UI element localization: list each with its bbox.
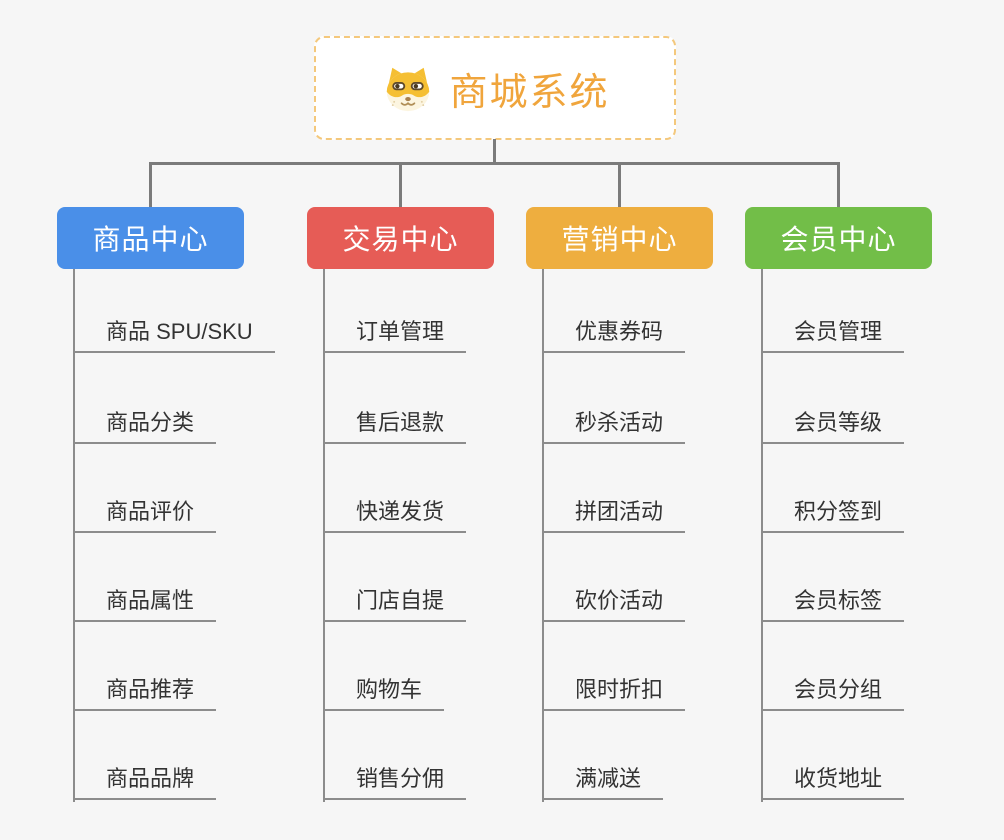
branch-label: 会员中心: [780, 224, 897, 255]
root-node[interactable]: 商城系统: [314, 36, 676, 140]
branch-node[interactable]: 商品中心: [57, 207, 244, 269]
connector-column-line: [73, 269, 75, 802]
child-topic[interactable]: 会员等级: [761, 410, 905, 444]
root-title: 商城系统: [449, 71, 610, 114]
child-topic[interactable]: 会员分组: [761, 677, 905, 711]
branch-node[interactable]: 营销中心: [526, 207, 713, 269]
connector-column-line: [323, 269, 325, 802]
child-topic[interactable]: 拼团活动: [542, 499, 686, 533]
child-topic[interactable]: 积分签到: [761, 499, 905, 533]
connector-trunk: [149, 162, 840, 165]
child-topic[interactable]: 商品属性: [73, 588, 217, 622]
connector-column-line: [542, 269, 544, 802]
child-topic[interactable]: 优惠券码: [542, 319, 686, 353]
connector-branch-drop: [837, 162, 840, 208]
connector-branch-drop: [149, 162, 152, 208]
child-topic[interactable]: 商品评价: [73, 499, 217, 533]
child-topic[interactable]: 会员标签: [761, 588, 905, 622]
child-topic[interactable]: 门店自提: [323, 588, 467, 622]
connector-root-stub: [493, 139, 496, 165]
branch-node[interactable]: 会员中心: [745, 207, 932, 269]
child-topic[interactable]: 购物车: [323, 677, 445, 711]
child-topic[interactable]: 商品 SPU/SKU: [73, 319, 275, 353]
shiba-dog-icon: [387, 67, 430, 112]
connector-branch-drop: [399, 162, 402, 208]
child-topic[interactable]: 限时折扣: [542, 677, 686, 711]
child-topic[interactable]: 商品分类: [73, 410, 217, 444]
branch-label: 商品中心: [92, 224, 209, 255]
child-topic[interactable]: 商品品牌: [73, 766, 217, 800]
branch-label: 交易中心: [342, 224, 459, 255]
connector-column-line: [761, 269, 763, 802]
child-topic[interactable]: 秒杀活动: [542, 410, 686, 444]
child-topic[interactable]: 商品推荐: [73, 677, 217, 711]
child-topic[interactable]: 收货地址: [761, 766, 905, 800]
child-topic[interactable]: 快递发货: [323, 499, 467, 533]
child-topic[interactable]: 会员管理: [761, 319, 905, 353]
child-topic[interactable]: 订单管理: [323, 319, 467, 353]
branch-label: 营销中心: [561, 224, 678, 255]
branch-node[interactable]: 交易中心: [307, 207, 494, 269]
child-topic[interactable]: 满减送: [542, 766, 664, 800]
child-topic[interactable]: 售后退款: [323, 410, 467, 444]
child-topic[interactable]: 销售分佣: [323, 766, 467, 800]
connector-branch-drop: [618, 162, 621, 208]
child-topic[interactable]: 砍价活动: [542, 588, 686, 622]
